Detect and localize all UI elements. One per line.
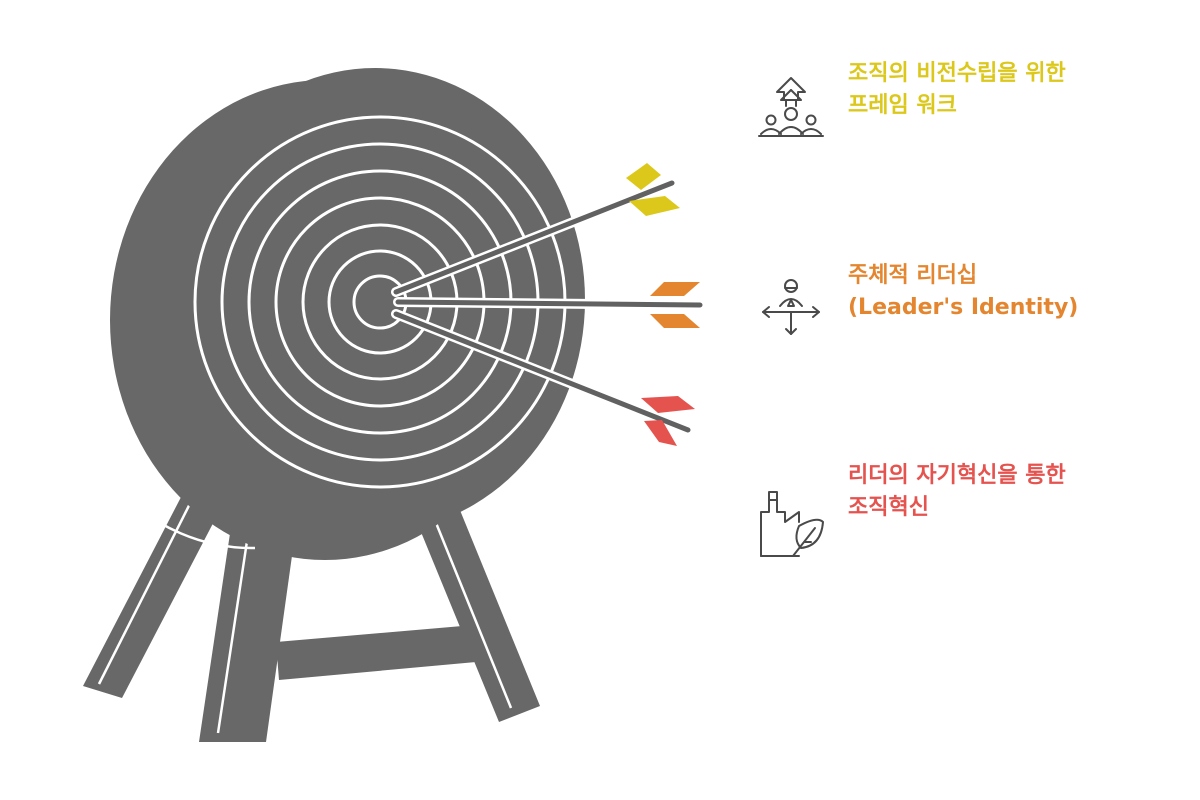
- arrow-bottom-fletching-lower: [644, 420, 677, 446]
- item-innovation-line-1: 리더의 자기혁신을 통한: [848, 463, 1066, 488]
- arrow-top-fletching-lower: [629, 196, 680, 216]
- item-leadership-line-2: (Leader's Identity): [848, 295, 1079, 320]
- item-vision-framework: 조직의 비전수립을 위한 프레임 워크: [755, 60, 1175, 160]
- target-board: [49, 68, 585, 560]
- stand-leg-back: [414, 498, 540, 722]
- stand-leg-front: [199, 520, 297, 742]
- item-innovation-line-2: 조직혁신: [848, 495, 929, 520]
- item-leadership-label: 주체적 리더십 (Leader's Identity): [848, 260, 1178, 324]
- arrow-middle-fletching-lower: [650, 314, 700, 328]
- item-vision-line-1: 조직의 비전수립을 위한: [848, 61, 1066, 86]
- arrow-middle-fletching-upper: [650, 282, 700, 296]
- person-directions-icon: [762, 279, 820, 335]
- arrow-top-fletching-upper: [626, 163, 661, 190]
- item-vision-line-2: 프레임 워크: [848, 93, 957, 118]
- arrow-middle: [393, 282, 705, 328]
- item-self-innovation: 리더의 자기혁신을 통한 조직혁신: [755, 462, 1175, 562]
- item-leadership-line-1: 주체적 리더십: [848, 263, 978, 288]
- item-innovation-label: 리더의 자기혁신을 통한 조직혁신: [848, 460, 1178, 524]
- arrow-top: [391, 163, 680, 297]
- factory-leaf-icon: [760, 491, 824, 557]
- stand-crossbar: [276, 625, 476, 680]
- people-growth-icon: [758, 77, 824, 137]
- arrow-bottom: [391, 309, 695, 446]
- arrow-bottom-fletching-upper: [641, 396, 695, 413]
- item-self-leadership: 주체적 리더십 (Leader's Identity): [755, 262, 1175, 362]
- item-vision-label: 조직의 비전수립을 위한 프레임 워크: [848, 58, 1178, 122]
